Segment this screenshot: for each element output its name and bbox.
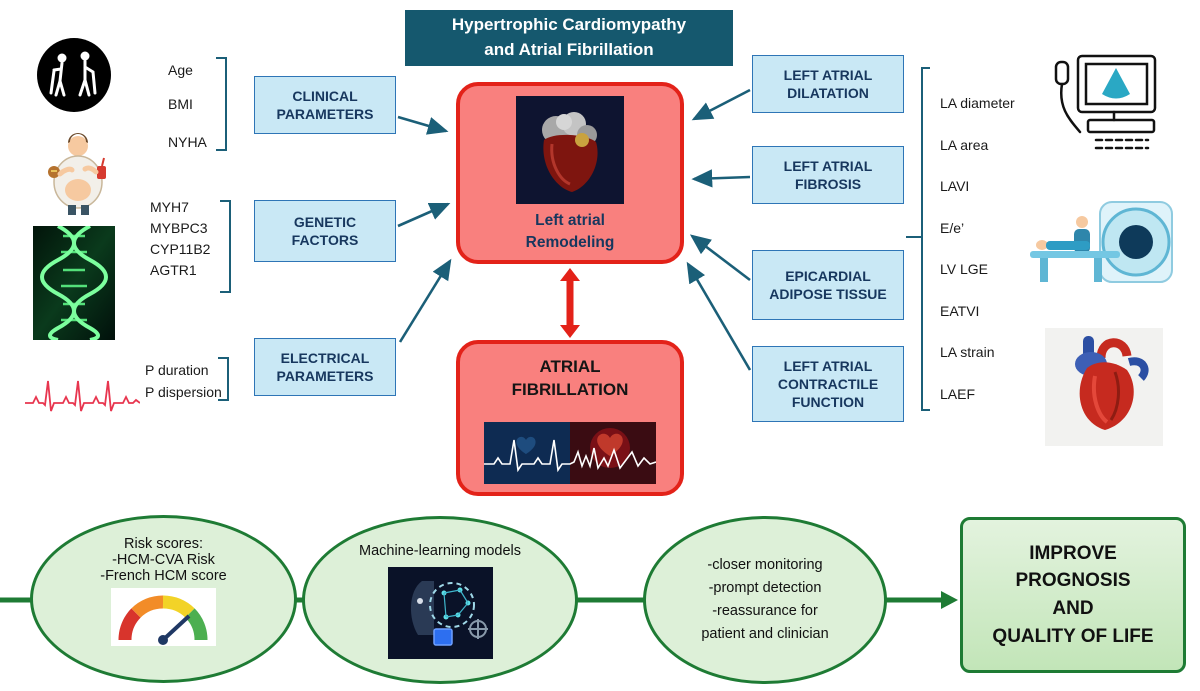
benefit-line: -prompt detection	[708, 579, 822, 596]
af-label-line1: ATRIAL	[539, 357, 601, 376]
gene-item: CYP11B2	[150, 241, 211, 257]
clinical-item: Age	[168, 62, 193, 78]
electrical-item: P duration	[145, 362, 209, 378]
measure-item: LV LGE	[940, 261, 988, 277]
left-atrial-dilatation-label: LEFT ATRIAL DILATATION	[783, 66, 873, 101]
measure-item: LAVI	[940, 178, 970, 194]
ecg-trace-icon	[25, 375, 141, 422]
flow-arrowhead	[941, 591, 958, 609]
figure-title: Hypertrophic Cardiomypathy and Atrial Fi…	[405, 10, 733, 66]
figure-title-line2: and Atrial Fibrillation	[484, 40, 654, 59]
risk-scores-line: -French HCM score	[100, 568, 227, 584]
electrical-parameters-label: ELECTRICAL PARAMETERS	[276, 349, 374, 384]
gene-item: MYH7	[150, 199, 189, 215]
arrow-genetic	[397, 202, 451, 228]
outcome-box: IMPROVE PROGNOSIS AND QUALITY OF LIFE	[960, 517, 1186, 673]
risk-scores-line: Risk scores:	[124, 536, 203, 552]
left-atrial-dilatation-box: LEFT ATRIAL DILATATION	[752, 55, 904, 113]
genetic-factors-box: GENETIC FACTORS	[254, 200, 396, 262]
benefit-line: -closer monitoring	[707, 556, 823, 573]
remodeling-label-line2: Remodeling	[525, 233, 615, 251]
machine-learning-brain-icon	[387, 567, 493, 663]
machine-learning-ellipse: Machine-learning models	[302, 516, 578, 684]
measure-item: LA area	[940, 137, 989, 153]
heart-anatomy-image	[1045, 328, 1163, 451]
outcome-line: IMPROVE	[1029, 542, 1117, 564]
benefits-ellipse: -closer monitoring -prompt detection -re…	[643, 516, 887, 684]
benefit-line: -reassurance for	[712, 603, 818, 619]
heart-3d-image	[516, 96, 624, 209]
elderly-people-icon	[35, 37, 113, 118]
epicardial-adipose-tissue-box: EPICARDIAL ADIPOSE TISSUE	[752, 250, 904, 320]
measure-item: E/e’	[940, 220, 965, 236]
epicardial-adipose-tissue-label: EPICARDIAL ADIPOSE TISSUE	[769, 267, 887, 302]
outcome-line: PROGNOSIS	[1015, 570, 1131, 592]
measure-item: LA diameter	[940, 95, 1015, 111]
arrow-clinical	[397, 115, 449, 135]
clinical-item: BMI	[168, 96, 193, 112]
obese-person-icon	[42, 132, 114, 222]
left-atrial-fibrosis-label: LEFT ATRIAL FIBROSIS	[783, 157, 873, 192]
arrow-dilatation	[691, 88, 751, 121]
clinical-parameters-label: CLINICAL PARAMETERS	[276, 87, 374, 122]
bracket-genetic	[220, 200, 231, 293]
measure-item: LAEF	[940, 386, 976, 402]
clinical-item: NYHA	[168, 134, 207, 150]
risk-scores-line: -HCM-CVA Risk	[112, 552, 215, 568]
machine-learning-label: Machine-learning models	[359, 543, 521, 559]
benefit-line: patient and clinician	[701, 626, 829, 643]
arrow-electrical	[398, 258, 452, 343]
remodeling-label: Left atrial Remodeling	[460, 210, 680, 253]
left-atrial-contractile-function-label: LEFT ATRIAL CONTRACTILE FUNCTION	[777, 357, 879, 411]
arrow-adipose	[689, 234, 751, 282]
af-label: ATRIAL FIBRILLATION	[460, 356, 680, 402]
figure-title-line1: Hypertrophic Cardiomypathy	[451, 15, 687, 35]
outcome-line: AND	[1052, 598, 1094, 619]
afib-ecg-image	[484, 422, 657, 489]
clinical-parameters-box: CLINICAL PARAMETERS	[254, 76, 396, 134]
electrical-item: P dispersion	[145, 384, 222, 400]
remodeling-label-line1: Left atrial	[535, 212, 605, 229]
atrial-fibrillation-box: ATRIAL FIBRILLATION	[456, 340, 684, 496]
dna-helix-icon	[33, 224, 115, 345]
gene-item: MYBPC3	[150, 220, 208, 236]
gene-item: AGTR1	[150, 262, 197, 278]
af-label-line2: FIBRILLATION	[511, 379, 629, 399]
measure-item: LA strain	[940, 344, 995, 360]
outcome-line: QUALITY OF LIFE	[992, 625, 1154, 647]
arrow-fibrosis	[691, 169, 751, 188]
bracket-imaging	[906, 67, 930, 411]
left-atrial-remodeling-box: Left atrial Remodeling	[456, 82, 684, 264]
bracket-electrical	[218, 357, 229, 401]
bracket-clinical	[216, 57, 227, 151]
echocardiography-machine-icon	[1048, 48, 1163, 168]
measure-item: EATVI	[940, 303, 980, 319]
left-atrial-contractile-function-box: LEFT ATRIAL CONTRACTILE FUNCTION	[752, 346, 904, 422]
arrow-contractile	[686, 261, 752, 371]
electrical-parameters-box: ELECTRICAL PARAMETERS	[254, 338, 396, 396]
risk-scores-ellipse: Risk scores: -HCM-CVA Risk -French HCM s…	[30, 515, 297, 683]
genetic-factors-label: GENETIC FACTORS	[291, 213, 359, 248]
left-atrial-fibrosis-box: LEFT ATRIAL FIBROSIS	[752, 146, 904, 204]
risk-gauge-icon	[111, 588, 216, 650]
mri-scanner-icon	[1012, 196, 1177, 299]
